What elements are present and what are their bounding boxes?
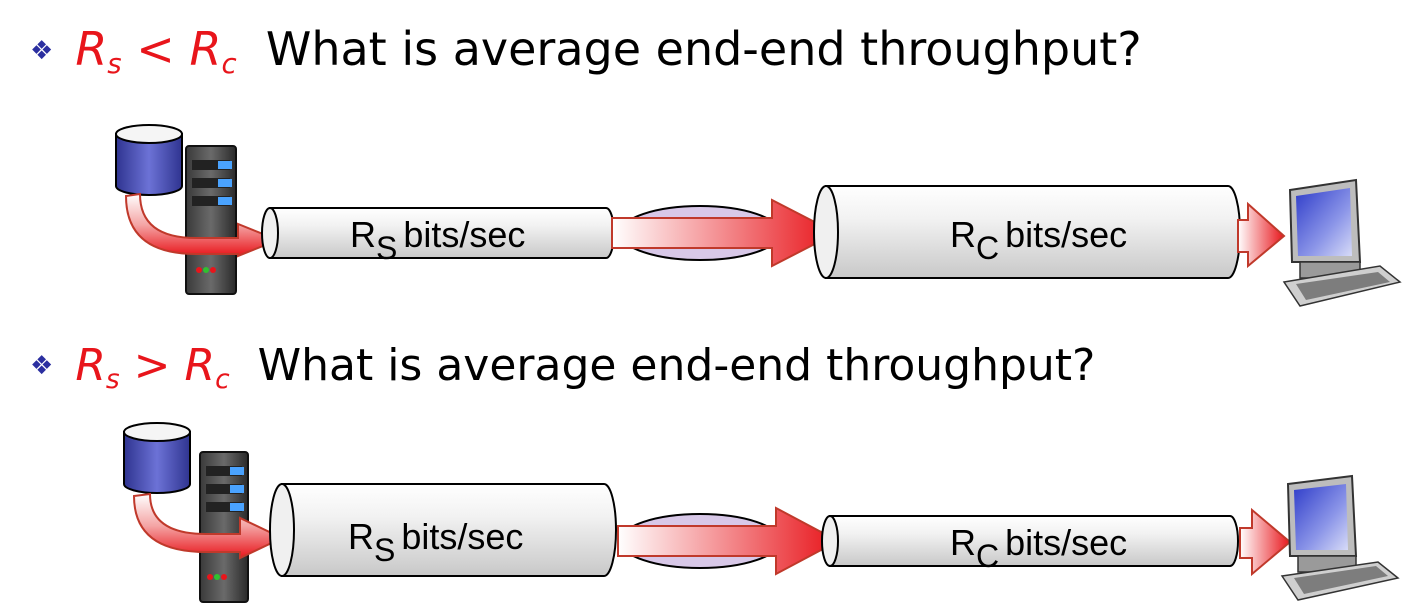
pipe-icon — [813, 185, 1241, 279]
arrow-icon — [617, 506, 841, 576]
bullet-icon: ❖ — [30, 36, 54, 66]
arrow-icon — [1237, 201, 1286, 269]
label-main: R — [950, 522, 976, 563]
question-text: What is average end-end throughput? — [265, 22, 1142, 76]
greater-than-operator: > — [133, 340, 171, 391]
label-rest: bits/sec — [1005, 522, 1128, 563]
database-icon — [115, 124, 183, 196]
label-rest: bits/sec — [1005, 214, 1128, 255]
label-sub: S — [376, 230, 398, 266]
computer-icon — [1282, 178, 1402, 307]
label-main: R — [348, 516, 374, 557]
database-icon — [123, 422, 191, 494]
less-than-operator: < — [136, 22, 175, 76]
rs-main: R — [75, 340, 106, 391]
rc-sub: c — [221, 47, 237, 80]
arrow-icon — [611, 198, 839, 268]
label-rest: bits/sec — [403, 214, 526, 255]
label-main: R — [950, 214, 976, 255]
label-sub: S — [374, 532, 396, 568]
arrow-icon — [132, 492, 285, 560]
bullet-icon: ❖ — [30, 351, 54, 381]
label-sub: C — [976, 538, 1000, 574]
label-rest: bits/sec — [401, 516, 524, 557]
question-text: What is average end-end throughput? — [257, 340, 1096, 391]
rc-main: R — [184, 340, 216, 391]
rs-sub: s — [105, 364, 120, 395]
label-main: R — [350, 214, 376, 255]
label-sub: C — [976, 230, 1000, 266]
rc-main: R — [189, 22, 222, 76]
server-icon — [185, 145, 237, 295]
rc-symbol: Rc — [189, 22, 236, 80]
arrow-icon — [124, 192, 281, 258]
arrow-icon — [1239, 507, 1292, 577]
question-rs-less-rc: ❖ Rs < Rc What is average end-end through… — [30, 22, 1142, 80]
rc-symbol: Rc — [184, 340, 230, 395]
rs-symbol: Rs — [75, 22, 121, 80]
pipe-icon — [821, 515, 1239, 567]
rs-main: R — [75, 22, 108, 76]
question-rs-greater-rc: ❖ Rs > Rc What is average end-end through… — [30, 340, 1095, 395]
pipe-icon — [269, 483, 617, 577]
server-icon — [199, 451, 249, 603]
rc-sub: c — [215, 364, 230, 395]
pipe-icon — [261, 207, 615, 259]
rs-sub: s — [107, 47, 122, 80]
rs-symbol: Rs — [75, 340, 119, 395]
computer-icon — [1280, 474, 1400, 601]
